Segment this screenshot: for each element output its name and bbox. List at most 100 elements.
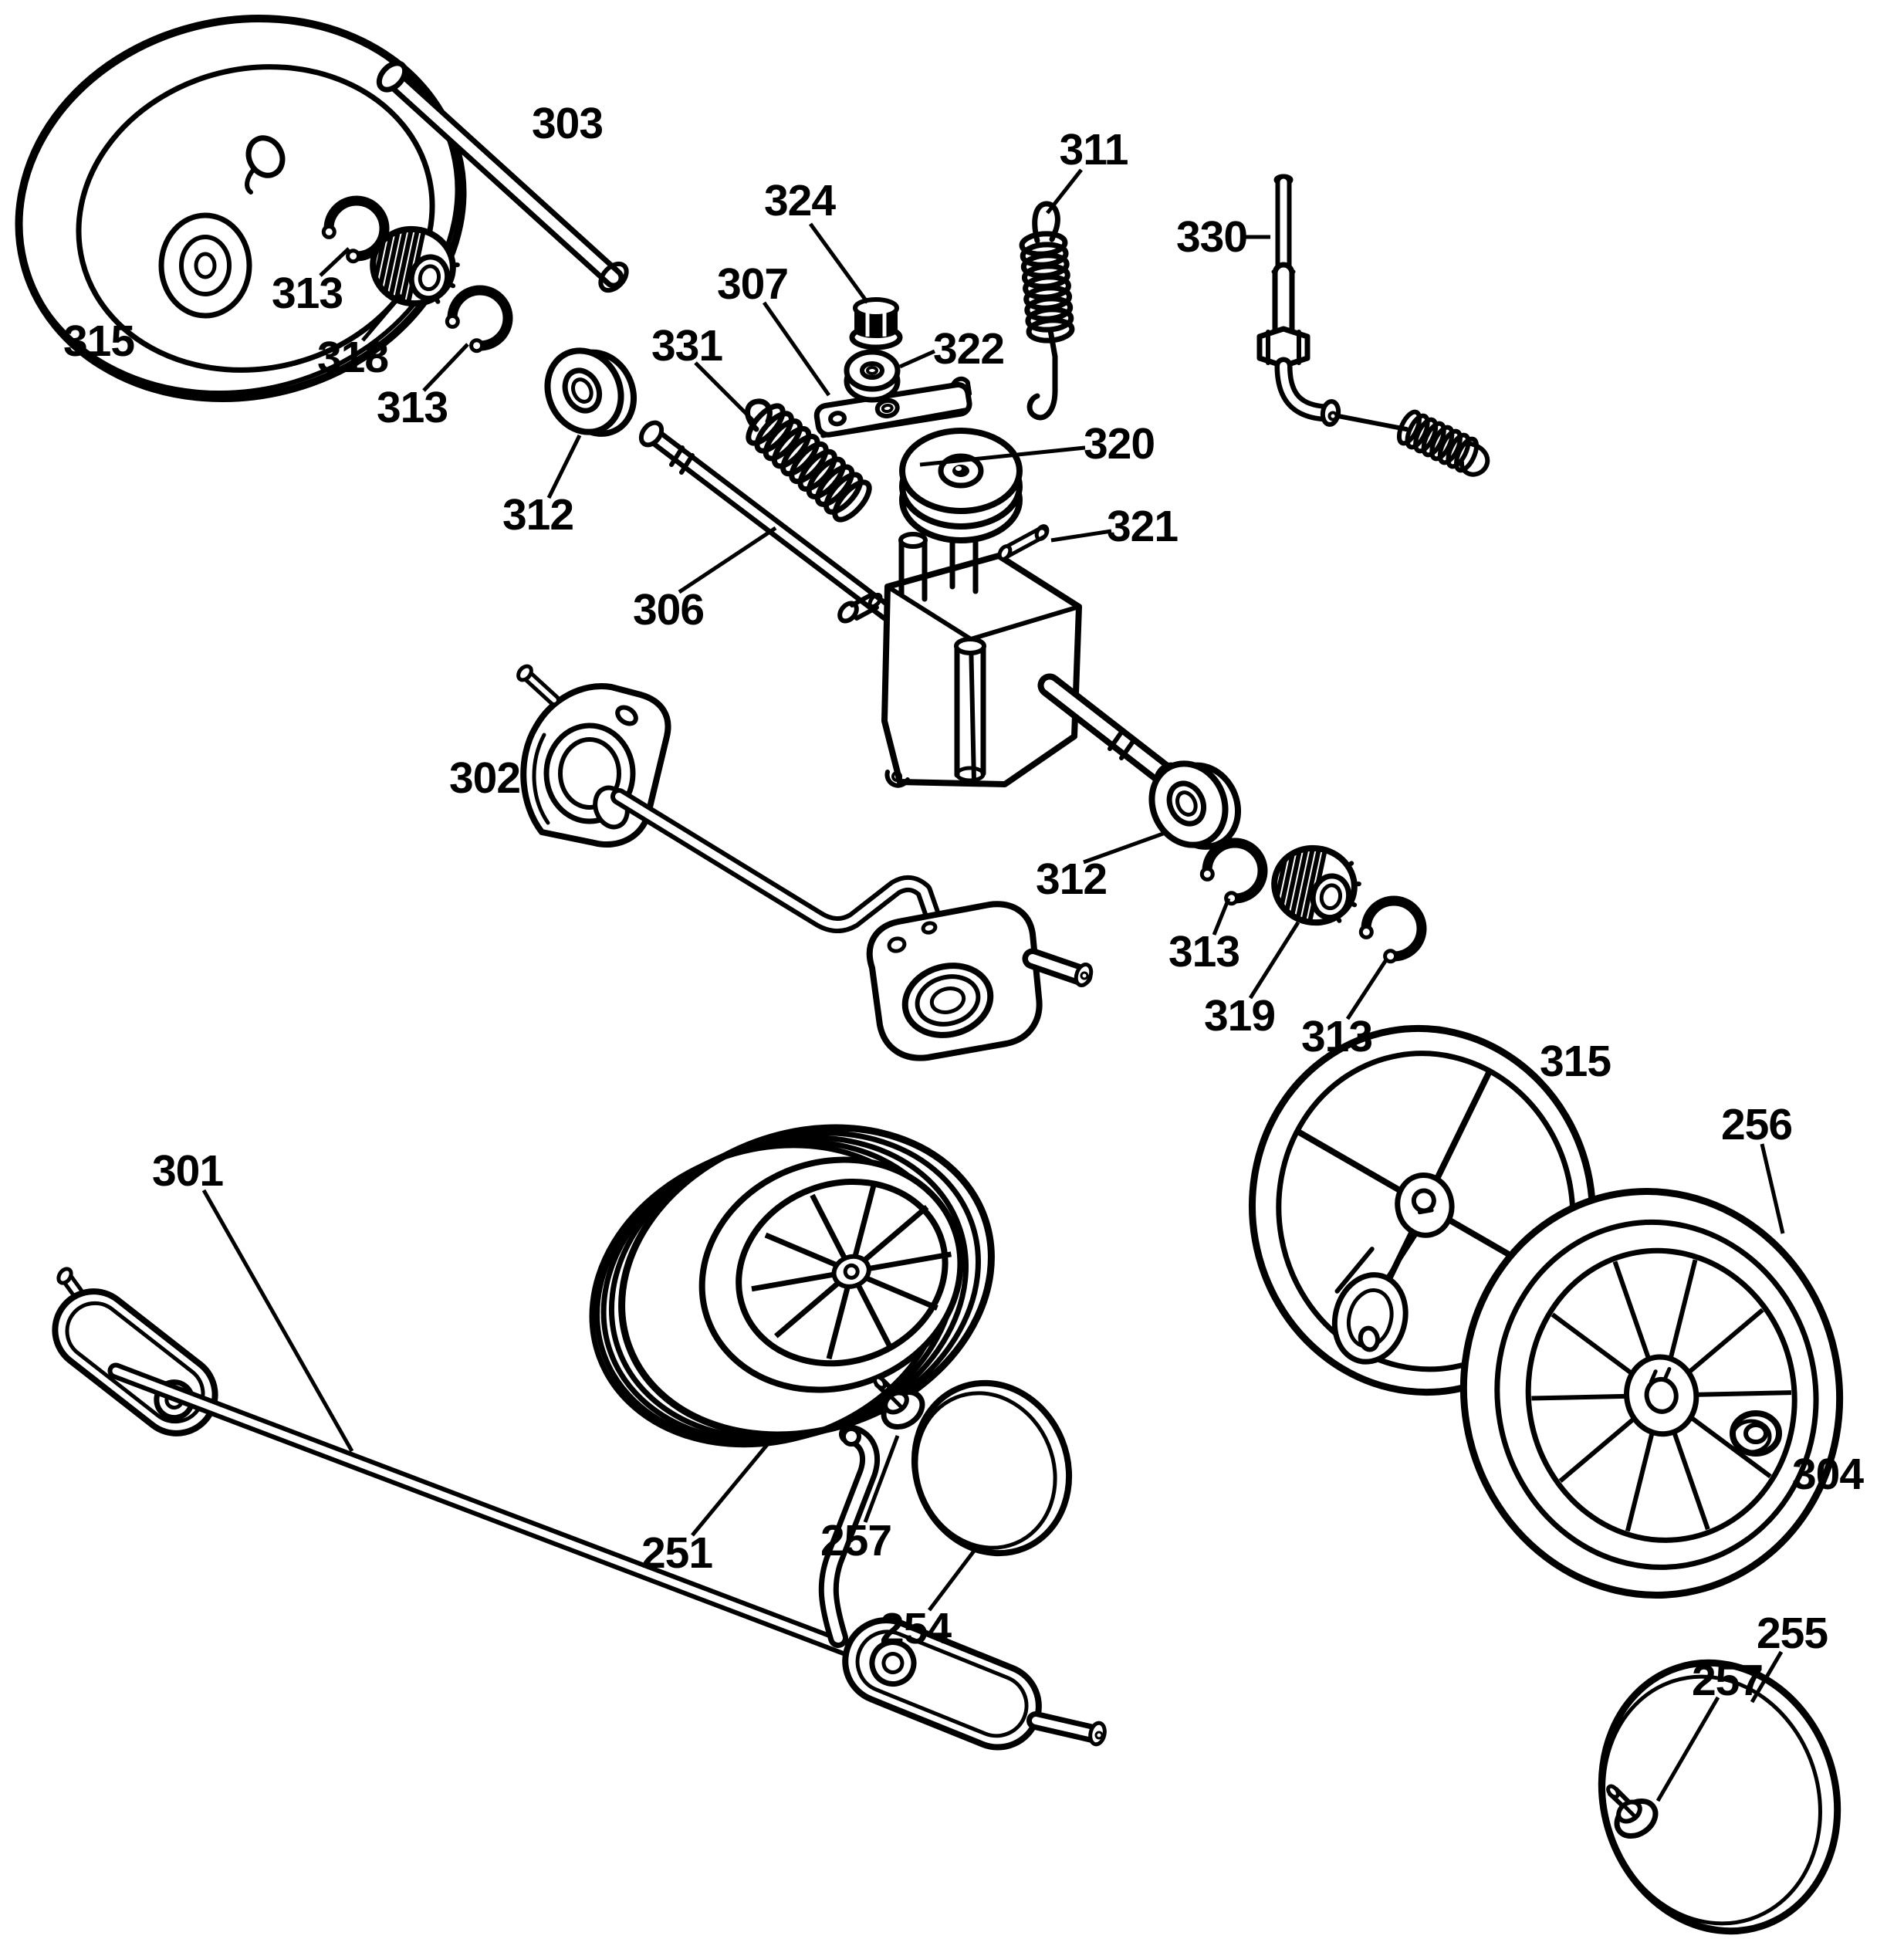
leader-line-hubcap-left [928, 1545, 979, 1612]
cover-hub [158, 212, 252, 319]
spring-coil [806, 456, 847, 499]
wheel-spoke [855, 1283, 894, 1349]
drive-wheel-251 [589, 1124, 995, 1448]
part-label-gearbox-shaft: 306 [633, 585, 704, 634]
wheel-spoke [864, 1275, 938, 1311]
hubcap-255 [1598, 1659, 1841, 1935]
part-label-retaining-ring-upper-right: 313 [377, 383, 448, 432]
gearbox-housing [837, 523, 1181, 791]
leader-line-gearbox-shaft [678, 526, 777, 594]
retaining-ring-313-d [1361, 901, 1422, 962]
part-label-flange-lock-nut: 324 [764, 176, 836, 225]
spring-coil [780, 434, 820, 477]
retaining-ring-313-c [1202, 843, 1263, 904]
spring-coil [1405, 413, 1430, 450]
wheel-boss [1331, 1230, 1419, 1365]
spring-coil [1429, 425, 1455, 462]
part-label-spring: 331 [651, 321, 722, 371]
wheel-spoke [1558, 1415, 1638, 1483]
leader-line-drive-wheel [691, 1436, 775, 1537]
part-label-axle-bar: 301 [152, 1146, 223, 1196]
leader-line-roll-pin [1050, 529, 1112, 543]
leader-line-bearing-lower [1083, 831, 1164, 865]
leader-line-bearing-upper [546, 434, 582, 499]
spring-coil [1437, 428, 1463, 465]
part-label-bearing-lower: 312 [1036, 854, 1107, 904]
flange-lock-nut-324 [849, 297, 903, 350]
wheel-spoke [867, 1251, 952, 1272]
wheel-spoke [810, 1193, 847, 1260]
leader-line-hubcap-right [1750, 1650, 1784, 1704]
wheel-spoke [1667, 1259, 1698, 1362]
leader-line-shoulder-bolt-right [1655, 1696, 1720, 1802]
clutch-plate-307 [813, 376, 972, 438]
wheel-spoke [764, 1232, 838, 1268]
leader-line-retaining-ring-upper-right [422, 343, 469, 392]
spring-coil [797, 448, 837, 492]
leader-line-washer [898, 349, 936, 369]
wheel-spoke [751, 1271, 836, 1292]
leader-line-axle-bar [201, 1189, 354, 1453]
spring-coil [789, 441, 829, 485]
part-label-flange-nut: 304 [1792, 1450, 1864, 1499]
spring-coil [1413, 417, 1439, 454]
wheel-spoke [1531, 1393, 1629, 1401]
leader-line-extension-spring [1046, 168, 1083, 215]
wheel-spoke [1551, 1312, 1636, 1378]
leader-line-drive-pinion-left [361, 293, 403, 342]
spring-coil [763, 418, 803, 462]
wheel-spoke [1295, 1128, 1402, 1193]
part-label-extension-spring: 311 [1060, 125, 1128, 174]
leader-line-flange-lock-nut [808, 222, 870, 304]
part-label-wheel-cover: 315 [63, 316, 134, 366]
leader-line-retaining-ring-upper-left [319, 247, 350, 277]
part-label-cable-assembly: 330 [1176, 212, 1247, 262]
part-label-retaining-ring-upper-left: 313 [272, 269, 343, 318]
wheel-cover-315 [15, 15, 467, 402]
part-label-drive-wheel: 251 [641, 1528, 712, 1578]
retaining-ring-313-b [447, 290, 508, 351]
flange-nut-304 [1730, 1410, 1782, 1457]
part-label-pivot-arm: 302 [449, 753, 520, 803]
wheel-spoke [1693, 1390, 1792, 1397]
spring-coil [832, 479, 872, 523]
wheel-spoke [1685, 1308, 1764, 1376]
wheel-spoke [1670, 1428, 1710, 1531]
wheel-spoke [1434, 1068, 1493, 1180]
pivot-arm-302 [516, 664, 1094, 1061]
wheel-spoke [862, 1205, 929, 1263]
part-label-axle-tube: 303 [532, 99, 603, 148]
wheel-spoke [1612, 1261, 1652, 1363]
spring-coil [814, 464, 855, 507]
roll-pin-321 [997, 524, 1050, 561]
wheel-spoke [1687, 1413, 1772, 1479]
gearbox-shaft-306 [638, 420, 897, 622]
leader-line-tire-wheel [1760, 1143, 1785, 1234]
leader-line-spring [694, 361, 756, 424]
axle-tube-303 [376, 60, 629, 293]
washer-322 [844, 349, 901, 403]
part-label-drive-pinion-right: 319 [1204, 991, 1275, 1041]
leader-line-shoulder-bolt-left [863, 1435, 900, 1523]
extension-spring-311 [1019, 201, 1075, 421]
part-label-clutch-plate: 307 [717, 259, 788, 309]
hubcap-254 [911, 1379, 1073, 1557]
part-label-tire-wheel: 256 [1721, 1100, 1792, 1149]
spring-coil [746, 403, 786, 446]
gearbox-side-bolt [837, 592, 883, 624]
part-label-washer: 322 [933, 324, 1004, 374]
leader-line-retaining-ring-lower-right [1345, 957, 1389, 1020]
cover-keyhole [245, 135, 286, 195]
pulley-320 [899, 428, 1023, 543]
tire-wheel-256 [1459, 1188, 1844, 1599]
spring-331 [745, 398, 872, 523]
leader-line-retaining-ring-lower-left [1212, 898, 1231, 936]
part-label-roll-pin: 321 [1107, 502, 1178, 551]
part-label-shoulder-bolt-right: 257 [1692, 1656, 1763, 1705]
part-label-hubcap-left: 254 [880, 1604, 952, 1653]
wheel-spoke [1625, 1429, 1655, 1532]
spring-coil [1421, 421, 1446, 458]
axle-support-arm [818, 1424, 880, 1648]
